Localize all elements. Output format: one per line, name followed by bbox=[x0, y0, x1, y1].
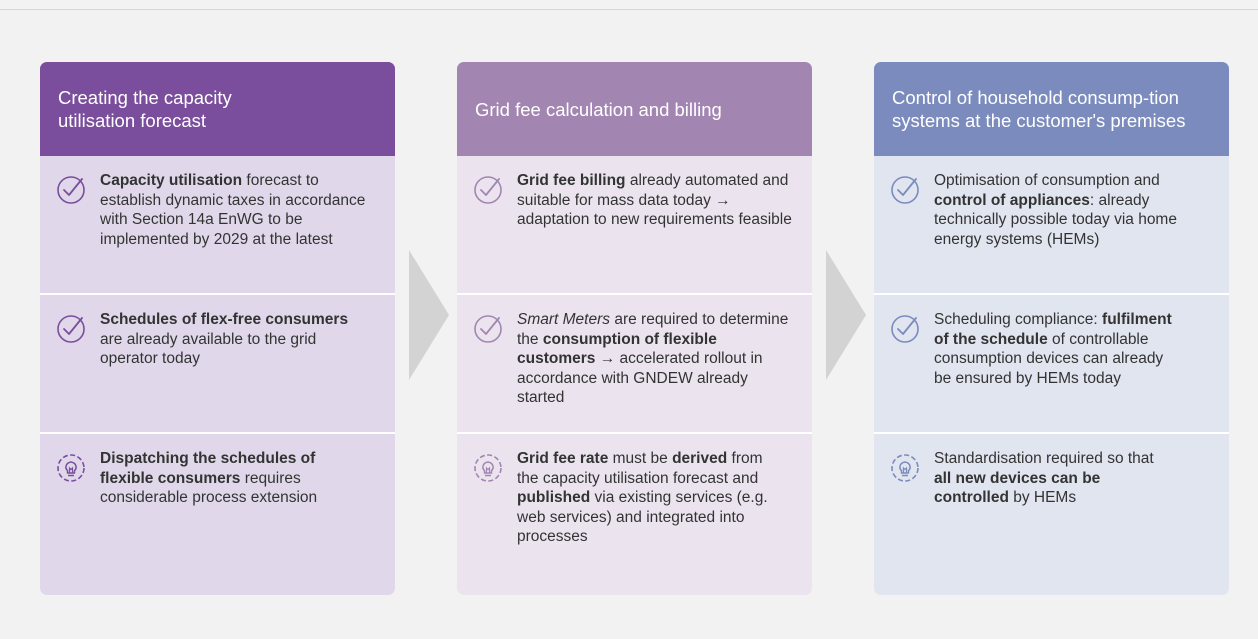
text-run: of controllable consumption devices can … bbox=[934, 330, 1164, 387]
check-circle-icon bbox=[889, 174, 921, 206]
item-text: Grid fee rate must be derived from the c… bbox=[517, 449, 787, 547]
item-text: Optimisation of consumption and control … bbox=[934, 171, 1215, 249]
italic-text-run: Smart Meters bbox=[517, 311, 611, 328]
column-header: Creating the capacity utilisation foreca… bbox=[40, 62, 395, 156]
list-item: Smart Meters are required to determine t… bbox=[457, 295, 812, 434]
bold-text-run: derived bbox=[672, 450, 728, 467]
column-title: Grid fee calculation and billing bbox=[475, 98, 722, 120]
chevron-right-arrow bbox=[826, 250, 866, 380]
text-run: Optimisation of consumption and bbox=[934, 172, 1160, 189]
column-title: Creating the capacity utilisation foreca… bbox=[58, 87, 232, 131]
bold-text-run: Dispatching the schedules of flexible co… bbox=[100, 450, 316, 487]
check-circle-icon bbox=[889, 313, 921, 345]
column-title: Control of household consump-tion system… bbox=[892, 87, 1186, 131]
check-circle-icon bbox=[55, 174, 87, 206]
text-run: Standardisation required so that bbox=[934, 450, 1154, 467]
item-text: Scheduling compliance: fulfilment of the… bbox=[934, 310, 1184, 388]
bold-text-run: control of appliances bbox=[934, 191, 1090, 209]
list-item: Standardisation required so that all new… bbox=[874, 434, 1229, 520]
list-item: Grid fee rate must be derived from the c… bbox=[457, 434, 812, 559]
text-run: → accelerated rollout in accordance with… bbox=[517, 350, 763, 406]
bold-text-run: Grid fee rate bbox=[517, 450, 609, 467]
bold-text-run: Capacity utilisation bbox=[100, 172, 243, 189]
bold-text-run: Grid fee billing bbox=[517, 172, 626, 189]
item-text: Schedules of flex-free consumers are alr… bbox=[100, 310, 370, 369]
list-item: Optimisation of consumption and control … bbox=[874, 156, 1229, 295]
column-capacity-forecast: Creating the capacity utilisation foreca… bbox=[40, 62, 395, 595]
item-text: Smart Meters are required to determine t… bbox=[517, 310, 798, 408]
list-item: Scheduling compliance: fulfilment of the… bbox=[874, 295, 1229, 434]
item-text: Grid fee billing already automated and s… bbox=[517, 171, 798, 230]
check-circle-icon bbox=[472, 313, 504, 345]
item-text: Capacity utilisation forecast to establi… bbox=[100, 171, 381, 249]
text-run: are required to determine the bbox=[517, 311, 789, 348]
check-circle-icon bbox=[472, 174, 504, 206]
text-run: requires considerable process extension bbox=[100, 469, 318, 507]
column-grid-fee-billing: Grid fee calculation and billing Grid fe… bbox=[457, 62, 812, 595]
column-household-control: Control of household consump-tion system… bbox=[874, 62, 1229, 595]
list-item: Dispatching the schedules of flexible co… bbox=[40, 434, 395, 520]
bold-text-run: consumption of flexible customers bbox=[517, 330, 717, 368]
text-run: : already technically possible today via… bbox=[934, 191, 1177, 248]
bold-text-run: published bbox=[517, 489, 591, 506]
list-item: Capacity utilisation forecast to establi… bbox=[40, 156, 395, 295]
item-text: Dispatching the schedules of flexible co… bbox=[100, 449, 350, 508]
bold-text-run: all new devices can be controlled bbox=[934, 469, 1101, 507]
text-run: must be bbox=[608, 450, 673, 467]
lightbulb-icon bbox=[55, 452, 87, 484]
text-run: forecast to establish dynamic taxes in a… bbox=[100, 172, 366, 248]
list-item: Schedules of flex-free consumers are alr… bbox=[40, 295, 395, 434]
text-run: from the capacity utilisation forecast a… bbox=[517, 450, 763, 487]
text-run: via existing services (e.g. web services… bbox=[517, 489, 768, 545]
text-run: are already available to the grid operat… bbox=[100, 330, 317, 368]
check-circle-icon bbox=[55, 313, 87, 345]
list-item: Grid fee billing already automated and s… bbox=[457, 156, 812, 295]
bold-text-run: fulfilment of the schedule bbox=[934, 311, 1172, 348]
column-header: Control of household consump-tion system… bbox=[874, 62, 1229, 156]
top-divider-line bbox=[0, 9, 1258, 10]
column-header: Grid fee calculation and billing bbox=[457, 62, 812, 156]
text-run: Scheduling compliance: bbox=[934, 311, 1103, 328]
chevron-right-arrow bbox=[409, 250, 449, 380]
item-text: Standardisation required so that all new… bbox=[934, 449, 1174, 508]
text-run: by HEMs bbox=[1008, 489, 1077, 506]
lightbulb-icon bbox=[472, 452, 504, 484]
text-run: already automated and suitable for mass … bbox=[517, 172, 792, 228]
bold-text-run: Schedules of flex-free consumers bbox=[100, 311, 349, 328]
lightbulb-icon bbox=[889, 452, 921, 484]
